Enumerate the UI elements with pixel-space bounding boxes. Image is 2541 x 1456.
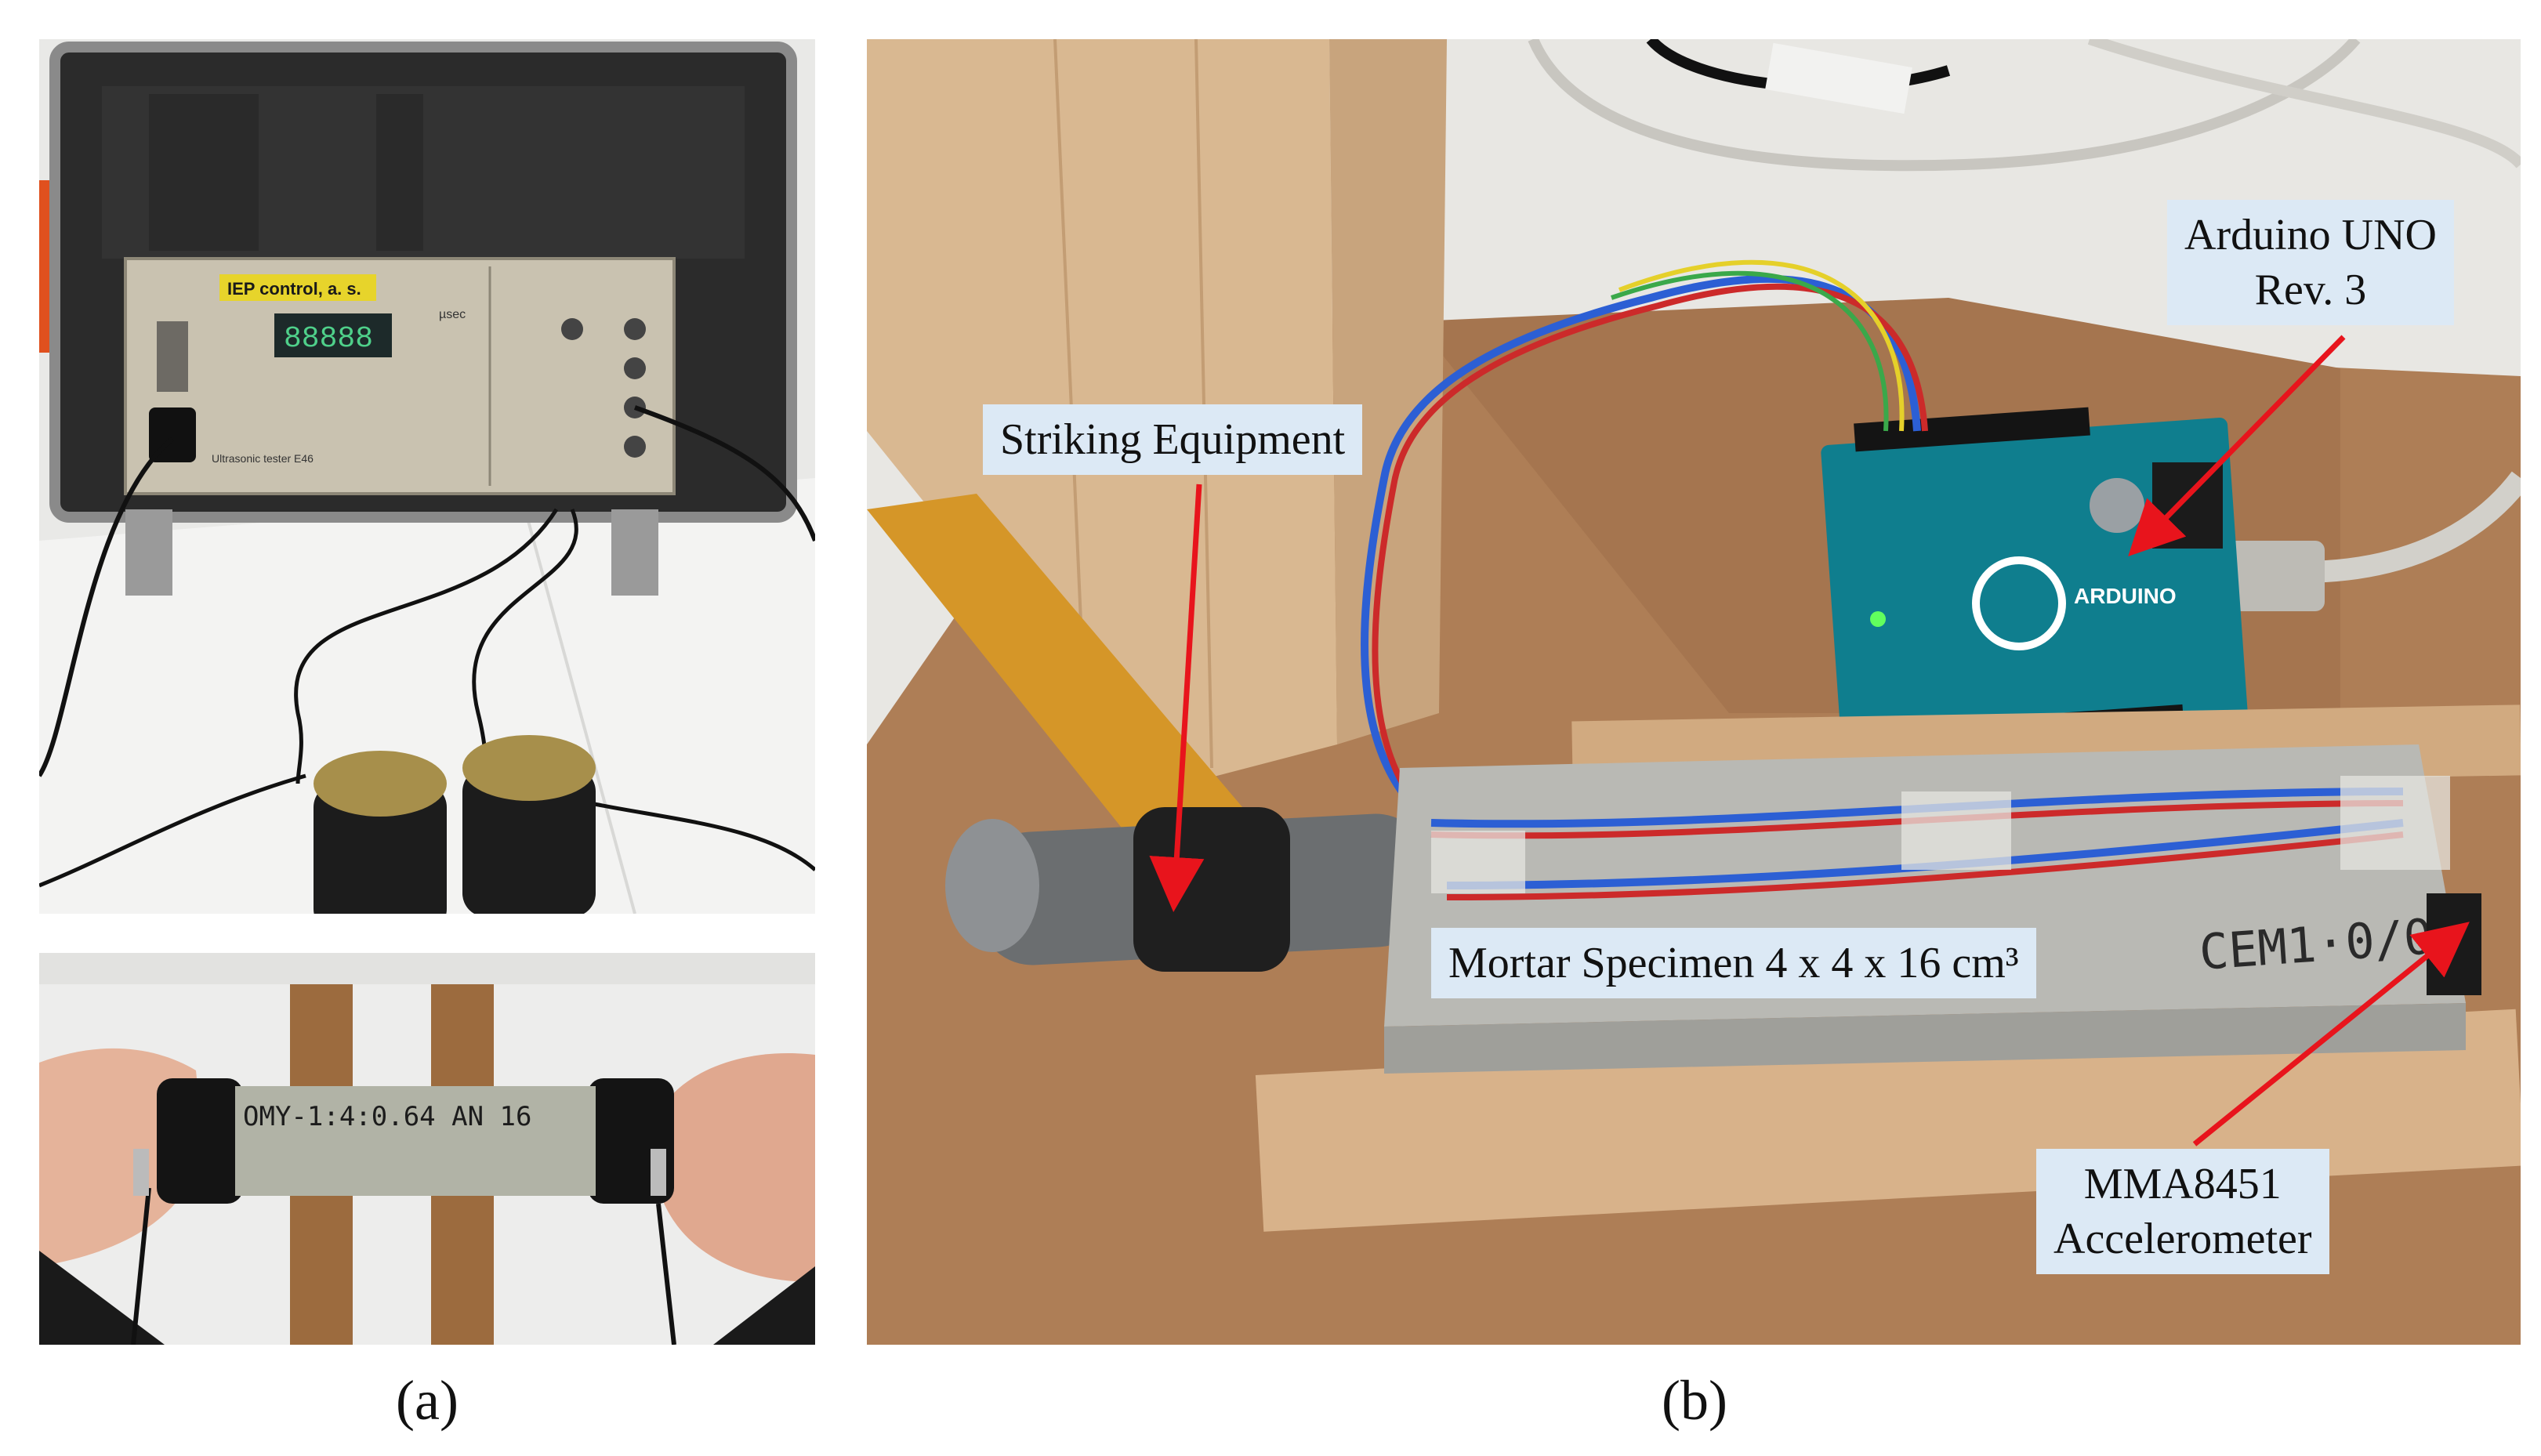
label-mortar-specimen: Mortar Specimen 4 x 4 x 16 cm³ [1431,928,2036,998]
label-accelerometer-line2: Accelerometer [2053,1215,2312,1263]
label-arduino-line2: Rev. 3 [2254,266,2367,314]
label-accelerometer-line1: MMA8451 [2083,1160,2282,1208]
device-display: 88888 [284,322,373,356]
ultrasonic-transducers [314,735,596,914]
right-hand [658,1053,815,1282]
specimen-test-illustration: OMY-1:4:0.64 AN 16 [39,953,815,1345]
caption-panel-a: (a) [396,1369,459,1432]
caption-panel-b: (b) [1662,1369,1727,1432]
arduino-board: ARDUINO [1821,407,2249,758]
photo-ultrasonic-tester: IEP control, a. s. µsec 88888 Ultrasonic… [39,39,815,914]
accelerometer-sensor [2427,893,2481,995]
label-striking-equipment: Striking Equipment [983,404,1363,475]
device-model: Ultrasonic tester E46 [212,452,314,465]
photo-specimen-in-hands: OMY-1:4:0.64 AN 16 [39,953,815,1345]
specimen-marking: OMY-1:4:0.64 AN 16 [243,1101,531,1132]
device-brand: IEP control, a. s. [227,279,361,299]
label-arduino-line1: Arduino UNO [2184,211,2437,259]
ultrasonic-tester-illustration: IEP control, a. s. µsec 88888 Ultrasonic… [39,39,815,914]
board-label: ARDUINO [2074,584,2177,608]
label-mortar-specimen-text: Mortar Specimen 4 x 4 x 16 cm³ [1448,939,2019,987]
mortar-prism [235,1086,596,1196]
label-arduino-uno: Arduino UNO Rev. 3 [2167,200,2454,325]
tester-front-panel [124,257,676,495]
label-accelerometer: MMA8451 Accelerometer [2036,1149,2329,1274]
label-striking-equipment-text: Striking Equipment [1000,415,1346,464]
device-unit: µsec [439,308,466,321]
